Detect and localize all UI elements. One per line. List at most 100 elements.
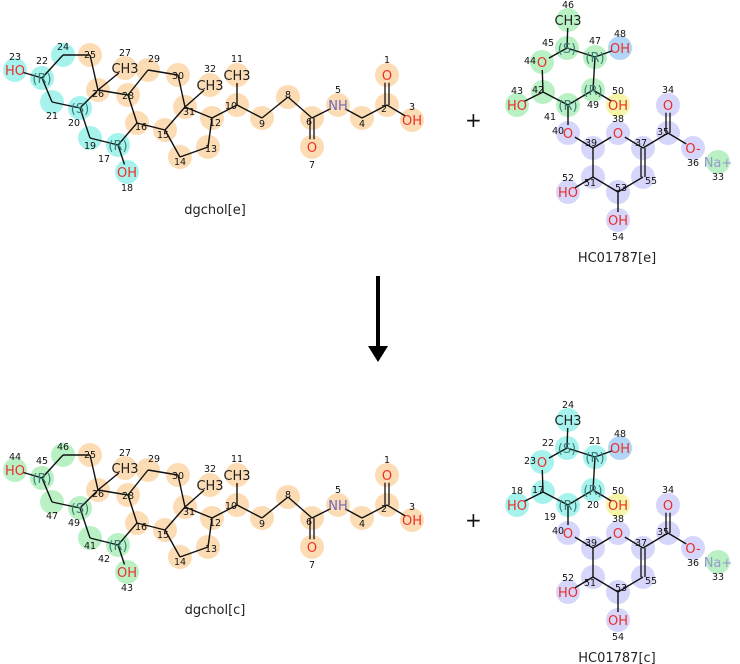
label-backdrop <box>610 525 626 541</box>
atom-number: 51 <box>584 578 596 589</box>
atom-number: 11 <box>231 454 243 465</box>
stereo-descriptor: (R) <box>585 451 604 466</box>
atom-element-label: OH <box>117 566 137 581</box>
single-bond <box>79 489 99 509</box>
single-bond <box>179 146 209 158</box>
atom-element-label: O <box>382 69 392 84</box>
atom-number: 2 <box>381 104 387 115</box>
atom-number: 45 <box>542 38 554 49</box>
atom-element-label: Na+ <box>704 156 733 171</box>
label-backdrop <box>610 125 626 141</box>
label-backdrop <box>610 612 626 628</box>
atom-element-label: O <box>613 127 623 142</box>
atom-number: 27 <box>119 48 131 59</box>
label-backdrop <box>404 112 420 128</box>
atom-number: 5 <box>335 85 341 96</box>
single-bond <box>177 74 186 108</box>
atom-number: 38 <box>612 514 624 525</box>
atom-element-label: HO <box>507 499 527 514</box>
stereo-descriptor: (R) <box>558 499 577 514</box>
atom-number: 14 <box>174 557 186 568</box>
molecules-layer: HO23(R)22242526CH32728293031CH33210CH311… <box>3 0 732 664</box>
atom-element-label: CH3 <box>554 414 581 429</box>
label-backdrop <box>202 77 218 93</box>
atom-number: 33 <box>712 172 724 183</box>
single-bond <box>207 117 213 148</box>
stereo-descriptor: (S) <box>71 102 89 117</box>
atom-number: 50 <box>612 86 624 97</box>
label-backdrop <box>610 212 626 228</box>
atom-number: 46 <box>562 0 574 11</box>
atom-number: 33 <box>712 572 724 583</box>
atom-number: 9 <box>259 119 265 130</box>
single-bond <box>41 77 53 103</box>
atom-number: 23 <box>524 456 536 467</box>
stereo-descriptor: (R) <box>32 472 51 487</box>
label-backdrop <box>612 440 628 456</box>
label-backdrop <box>560 412 576 428</box>
atom-number: 18 <box>511 486 523 497</box>
single-bond <box>592 176 619 193</box>
atom-number: 53 <box>615 183 627 194</box>
atom-number: 14 <box>174 157 186 168</box>
single-bond <box>287 96 313 119</box>
stereo-descriptor: (R) <box>585 51 604 66</box>
atom-number: 28 <box>122 491 134 502</box>
molecule-name: dgchol[e] <box>184 203 246 218</box>
label-backdrop <box>330 497 346 513</box>
atom-number: 30 <box>172 471 184 482</box>
atom-element-label: O <box>307 141 317 156</box>
single-bond <box>261 96 289 119</box>
atom-number: 34 <box>662 85 674 96</box>
atom-number: 54 <box>612 232 624 243</box>
label-backdrop <box>379 467 395 483</box>
atom-element-label: HO <box>558 186 578 201</box>
atom-number: 45 <box>36 456 48 467</box>
atom-number: 43 <box>511 86 523 97</box>
atom-number: 30 <box>172 71 184 82</box>
atom-number: 16 <box>135 522 147 533</box>
label-backdrop <box>119 564 135 580</box>
atom-number: 55 <box>645 576 657 587</box>
atom-element-label: HO <box>5 464 25 479</box>
stereo-descriptor: (R) <box>108 139 127 154</box>
atom-element-label: OH <box>402 514 422 529</box>
single-bond <box>592 576 619 593</box>
atom-number: 31 <box>183 107 195 118</box>
atom-number: 19 <box>544 512 556 523</box>
atom-number: 20 <box>587 500 599 511</box>
molecule-name: HC01787[c] <box>578 651 656 664</box>
atom-number: 36 <box>687 558 699 569</box>
atom-labels: HO23(R)22242526CH32728293031CH33210CH311… <box>5 42 422 194</box>
atom-element-label: CH3 <box>554 14 581 29</box>
single-bond <box>147 469 179 476</box>
single-bond <box>147 69 179 76</box>
atom-number: 44 <box>524 56 536 67</box>
atom-number: 17 <box>532 485 544 496</box>
single-bond <box>89 137 119 146</box>
atom-element-label: O- <box>685 142 701 157</box>
single-bond <box>127 69 149 96</box>
atom-number: 32 <box>204 64 216 75</box>
atom-number: 47 <box>589 36 601 47</box>
single-bond <box>542 491 569 506</box>
single-bond <box>211 104 238 119</box>
label-backdrop <box>119 164 135 180</box>
atom-number: 4 <box>359 119 365 130</box>
atom-number: 55 <box>645 176 657 187</box>
atom-element-label: NH <box>328 99 348 114</box>
atom-number: 24 <box>562 400 574 411</box>
atom-number: 21 <box>589 436 601 447</box>
single-bond <box>361 504 388 519</box>
label-backdrop <box>560 12 576 28</box>
atom-number: 39 <box>585 138 597 149</box>
atom-number: 54 <box>612 632 624 643</box>
single-bond <box>179 546 209 558</box>
stereo-descriptor: (R) <box>108 539 127 554</box>
label-backdrop <box>610 97 626 113</box>
label-backdrop <box>509 497 525 513</box>
atom-number: 49 <box>587 100 599 111</box>
